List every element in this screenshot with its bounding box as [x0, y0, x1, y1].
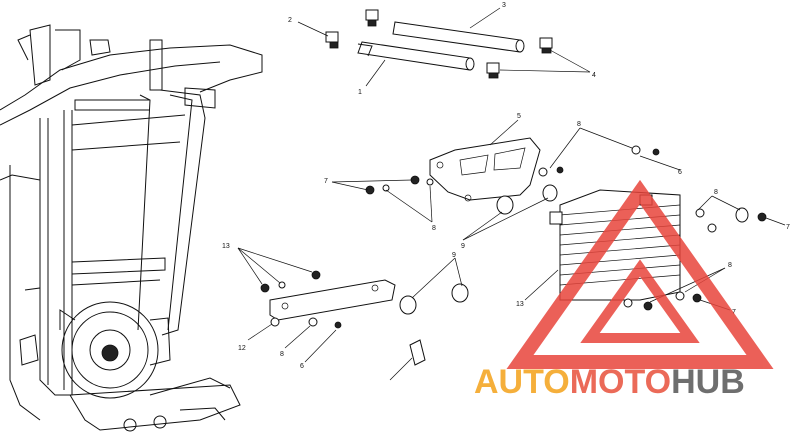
leader-lines [237, 7, 786, 381]
callout-13-b: 13 [516, 301, 524, 308]
callout-2: 2 [288, 17, 292, 24]
callout-13-a: 13 [222, 243, 230, 250]
callout-8-a: 8 [577, 121, 581, 128]
hose-clamps [325, 9, 553, 79]
bracket-part [429, 137, 541, 202]
watermark-wordmark: AUTOMOTOHUB [474, 363, 745, 401]
frame-assembly [0, 24, 263, 432]
fasteners [260, 145, 767, 366]
callout-6-b: 6 [300, 363, 304, 370]
watermark-inner-triangle-icon [580, 259, 700, 343]
callout-5: 5 [517, 113, 521, 120]
watermark-hub-text: HUB [671, 363, 745, 401]
callout-4: 4 [592, 72, 596, 79]
watermark-auto-text: AUTO [474, 363, 570, 401]
watermark-moto-text: MOTO [570, 363, 671, 401]
callout-7-a: 7 [324, 178, 328, 185]
callout-9-b: 9 [452, 252, 456, 259]
callout-7-c: 7 [732, 309, 736, 316]
callout-8-d: 8 [728, 262, 732, 269]
watermark-logo: AUTOMOTOHUB [474, 179, 774, 401]
callout-1: 1 [358, 89, 362, 96]
lower-bracket [269, 279, 396, 321]
callout-8-e: 8 [280, 351, 284, 358]
callout-9-a: 9 [461, 243, 465, 250]
callout-6-a: 6 [678, 169, 682, 176]
callout-12: 12 [238, 345, 246, 352]
callout-8-c: 8 [714, 189, 718, 196]
watermark-triangle-icon [506, 179, 774, 369]
callout-7-b: 7 [786, 224, 790, 231]
callout-labels: 1 2 3 4 5 8 6 7 8 9 8 7 13 8 9 13 7 12 8… [222, 2, 790, 370]
rubber-mounts [399, 184, 749, 315]
callout-8-b: 8 [432, 225, 436, 232]
hose-group [357, 21, 525, 71]
callout-3: 3 [502, 2, 506, 9]
